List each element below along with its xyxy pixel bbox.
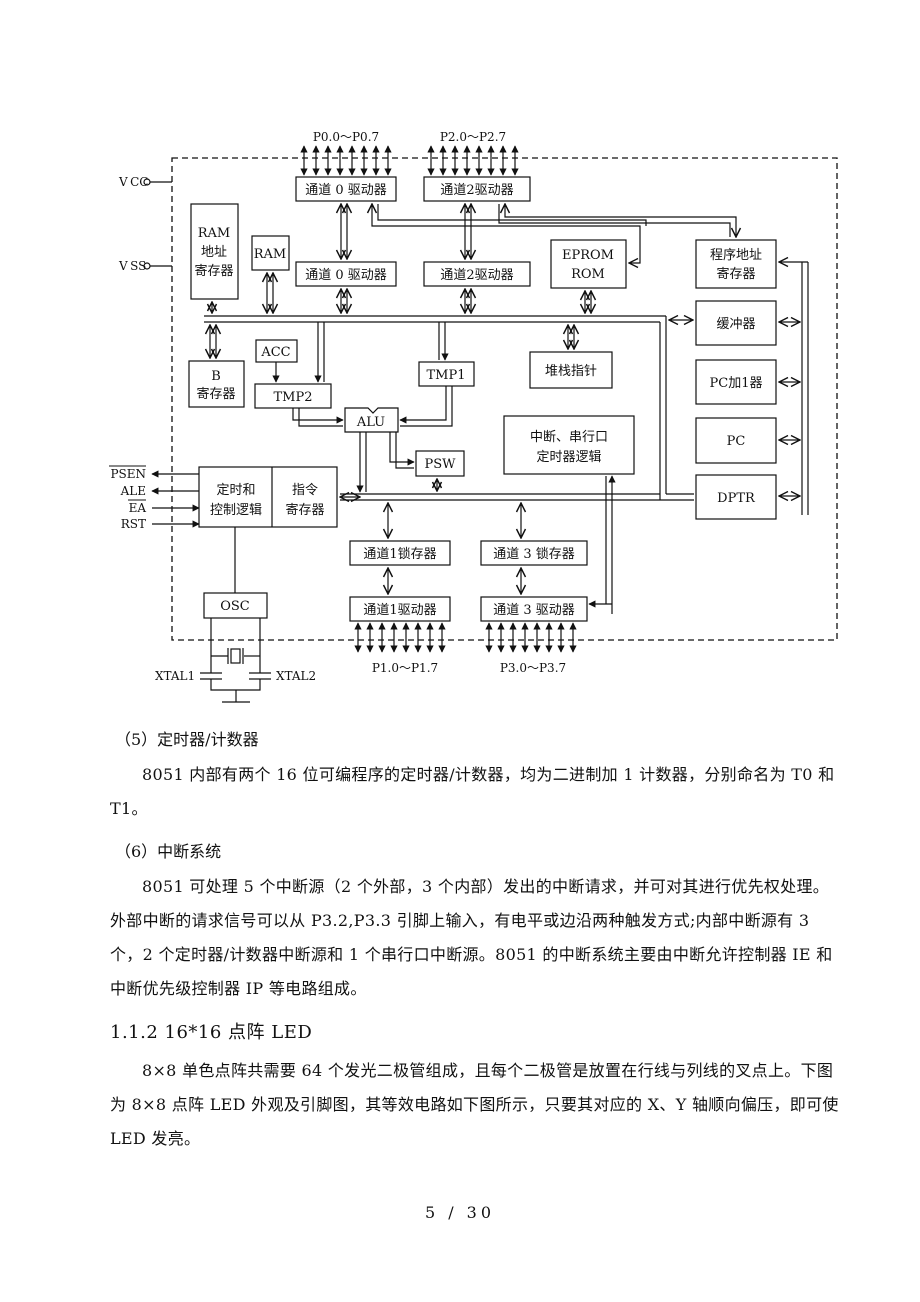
pc-addr-reg-block: [695, 239, 777, 289]
p2-pin-label: P2.0～P2.7: [440, 130, 506, 144]
section-1-1-2-paragraph: 8×8 单色点阵共需要 64 个发光二极管组成，且每个二极管是放置在行线与列线的…: [110, 1061, 839, 1148]
alu-psw-arrow: [389, 432, 415, 466]
p3-driver-label: 通道 3 驱动器: [493, 603, 575, 618]
tmp1-alu-arrow: [399, 386, 447, 424]
interrupt-logic-block: [503, 415, 635, 475]
psen-pin-label: PSEN: [110, 467, 146, 481]
power-pins: [143, 178, 172, 270]
interrupt-logic-label-1: 中断、串行口: [530, 430, 608, 445]
buffer-block: [695, 300, 777, 346]
instr-reg-label-1: 指令: [292, 483, 318, 498]
tmp1-block: [418, 361, 475, 387]
p0-pin-label: P0.0～P0.7: [313, 130, 379, 144]
internal-bus: [204, 315, 694, 501]
eprom-label: EPROM: [562, 248, 614, 263]
alu-label: ALU: [356, 415, 385, 430]
instr-reg-label-2: 寄存器: [285, 502, 324, 518]
b-reg-label-1: B: [211, 369, 221, 384]
pc-addr-reg-label-1: 程序地址: [710, 248, 762, 263]
pc-inc-label: PC加1器: [710, 376, 763, 391]
stack-ptr-label: 堆栈指针: [545, 364, 597, 379]
ram-addr-reg-label-3: 寄存器: [194, 263, 233, 279]
tmp2-label: TMP2: [274, 390, 313, 405]
ram-block: [251, 235, 290, 271]
p3-driver-block: [480, 596, 588, 622]
mcs51-block-diagram: P0.0～P0.7 P2.0～P2.7 P1.0～P1.7 P3.0～P3.7: [109, 130, 838, 703]
p2-pin-arrows: [427, 145, 519, 176]
ale-pin-label: ALE: [120, 484, 146, 498]
oscillator-circuit: [200, 527, 271, 703]
pc-dptr-rail: [779, 262, 809, 515]
p1-latch-label: 通道1锁存器: [363, 546, 436, 562]
timing-control-label-1: 定时和: [216, 483, 255, 498]
p1-pin-arrows: [354, 622, 446, 653]
acc-label: ACC: [260, 345, 290, 360]
tmp2-alu-arrow: [292, 408, 344, 424]
p1-latch-block: [349, 540, 451, 566]
p1-driver-label: 通道1驱动器: [363, 603, 436, 618]
ram-addr-reg-label-2: 地址: [201, 245, 227, 260]
p3-pin-arrows: [485, 622, 577, 653]
section-1-1-2-heading: 1.1.2 16*16 点阵 LED: [110, 1022, 313, 1043]
p2-driver-top-label: 通道2驱动器: [440, 183, 513, 198]
timing-control-block: [198, 466, 338, 528]
pc-inc-block: [695, 359, 777, 405]
alu-block: [344, 407, 399, 433]
section-6-heading: （6）中断系统: [115, 842, 222, 861]
tmp1-label: TMP1: [427, 368, 466, 383]
pc-block: [695, 417, 777, 464]
p3-latch-block: [480, 540, 588, 566]
osc-block: [203, 592, 268, 619]
control-pin-lines: [151, 470, 200, 528]
interrupt-logic-label-2: 定时器逻辑: [536, 450, 601, 465]
rst-pin-label: RST: [121, 517, 146, 531]
dptr-block: [695, 474, 777, 520]
pc-label: PC: [727, 434, 746, 449]
osc-label: OSC: [220, 599, 250, 614]
xtal1-label: XTAL1: [155, 669, 195, 683]
p0-pin-arrows: [300, 145, 392, 176]
pc-addr-reg-label-2: 寄存器: [716, 266, 755, 282]
rom-label: ROM: [571, 267, 605, 282]
psw-block: [415, 450, 465, 477]
ram-label: RAM: [254, 247, 287, 262]
address-paths: [372, 204, 736, 263]
dptr-label: DPTR: [717, 491, 756, 506]
b-reg-label-2: 寄存器: [196, 386, 235, 402]
xtal2-label: XTAL2: [276, 669, 316, 683]
page-number: 5 / 30: [424, 1203, 496, 1222]
section-6-paragraph: 8051 可处理 5 个中断源（2 个外部，3 个内部）发出的中断请求，并可对其…: [110, 877, 833, 998]
p0-driver-mid-label: 通道 0 驱动器: [305, 268, 387, 283]
psw-label: PSW: [424, 457, 456, 472]
p3-latch-label: 通道 3 锁存器: [493, 546, 575, 562]
p1-driver-block: [349, 596, 451, 622]
buffer-label: 缓冲器: [716, 317, 755, 332]
tmp2-block: [254, 383, 332, 409]
p0-driver-top-label: 通道 0 驱动器: [305, 183, 387, 198]
section-5-heading: （5）定时器/计数器: [115, 730, 259, 749]
p2-driver-top-block: [423, 176, 531, 202]
p1-pin-label: P1.0～P1.7: [372, 661, 438, 675]
p0-driver-top-block: [295, 176, 397, 202]
p3-pin-label: P3.0～P3.7: [500, 661, 566, 675]
p2-driver-mid-label: 通道2驱动器: [440, 268, 513, 283]
stack-ptr-block: [529, 351, 613, 389]
timing-control-label-2: 控制逻辑: [210, 503, 262, 518]
vcc-label: V CC: [118, 175, 148, 189]
ram-addr-reg-label-1: RAM: [198, 226, 231, 241]
b-reg-block: [188, 360, 245, 408]
ea-pin-label: EA: [129, 501, 147, 515]
section-5-paragraph: 8051 内部有两个 16 位可编程序的定时器/计数器，均为二进制加 1 计数器…: [110, 765, 835, 818]
ram-addr-reg-block: [190, 203, 239, 300]
vss-label: V SS: [118, 259, 146, 273]
